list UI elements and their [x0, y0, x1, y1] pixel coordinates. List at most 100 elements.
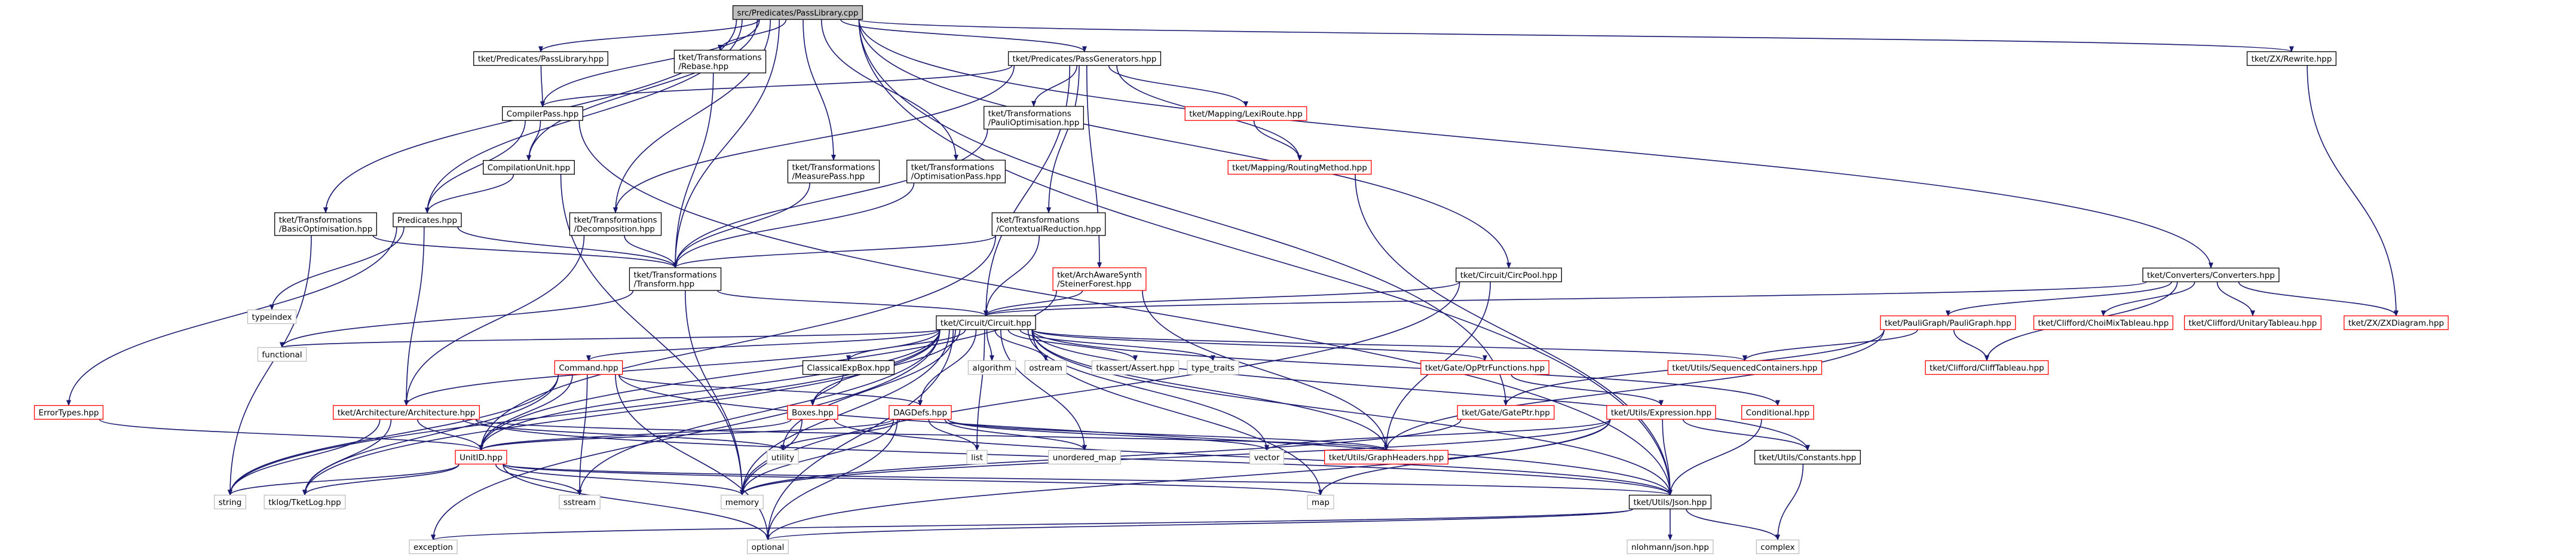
node-archSteiner[interactable]: tket/ArchAwareSynth/SteinerForest.hpp [1052, 267, 1147, 291]
node-label: tket/ZX/Rewrite.hpp [2252, 54, 2332, 64]
edge-transTransform-to-functional [280, 290, 634, 348]
edge-lexiRoute-to-routingMethod [1253, 120, 1302, 161]
node-label: tket/Clifford/UnitaryTableau.hpp [2189, 319, 2317, 328]
node-box [1187, 360, 1239, 375]
node-sstream[interactable]: sstream [559, 494, 601, 510]
node-label: /Decomposition.hpp [574, 225, 655, 234]
node-transRebase[interactable]: tket/Transformations/Rebase.hpp [673, 50, 767, 74]
node-zxDiagram[interactable]: tket/ZX/ZXDiagram.hpp [2344, 315, 2449, 330]
node-memory[interactable]: memory [721, 494, 764, 510]
node-zxRewrite[interactable]: tket/ZX/Rewrite.hpp [2246, 51, 2337, 66]
node-label: tket/Transformations [279, 216, 362, 225]
node-transBasicOpt[interactable]: tket/Transformations/BasicOptimisation.h… [274, 212, 377, 236]
node-transMeasure[interactable]: tket/Transformations/MeasurePass.hpp [787, 160, 880, 183]
node-utilsJson[interactable]: tket/Utils/Json.hpp [1628, 494, 1712, 510]
node-errorTypes[interactable]: ErrorTypes.hpp [33, 405, 104, 420]
node-gatePtr[interactable]: tket/Gate/GatePtr.hpp [1457, 405, 1555, 420]
node-lexiRoute[interactable]: tket/Mapping/LexiRoute.hpp [1184, 106, 1307, 121]
node-archArch[interactable]: tket/Architecture/Architecture.hpp [333, 405, 480, 420]
node-classicalExpBox[interactable]: ClassicalExpBox.hpp [802, 360, 895, 375]
node-box [1628, 494, 1712, 510]
node-label: tket/Predicates/PassLibrary.hpp [478, 54, 604, 64]
node-box [409, 539, 458, 555]
node-algorithm[interactable]: algorithm [967, 360, 1016, 375]
edge-archSteiner-to-graphHeaders [1142, 290, 1389, 451]
node-nlohmann[interactable]: nlohmann/json.hpp [1627, 539, 1714, 555]
node-label: sstream [563, 498, 596, 507]
edge-passGen-to-lexiRoute [1108, 65, 1248, 108]
node-conditional[interactable]: Conditional.hpp [1741, 405, 1814, 420]
node-cliffUnitary[interactable]: tket/Clifford/UnitaryTableau.hpp [2183, 315, 2322, 330]
node-utility[interactable]: utility [767, 449, 799, 465]
node-passGen[interactable]: tket/Predicates/PassGenerators.hpp [1007, 51, 1162, 66]
node-cliffTableau[interactable]: tket/Clifford/CliffTableau.hpp [1925, 360, 2049, 375]
edge-root-to-compilerPass [540, 19, 760, 108]
node-compilerPass[interactable]: CompilerPass.hpp [502, 106, 583, 121]
node-box [1227, 160, 1372, 175]
node-unorderedMap[interactable]: unordered_map [1048, 449, 1121, 465]
node-string[interactable]: string [213, 494, 247, 510]
node-routingMethod[interactable]: tket/Mapping/RoutingMethod.hpp [1227, 160, 1372, 175]
edge-root-to-transMeasure [802, 19, 836, 161]
edge-command-to-string [228, 374, 559, 496]
node-vector[interactable]: vector [1249, 449, 1285, 465]
node-box [966, 449, 988, 465]
node-label: utility [771, 453, 794, 463]
node-transPauliOpt[interactable]: tket/Transformations/PauliOptimisation.h… [983, 106, 1085, 130]
edge-root-to-gatePtr [858, 19, 1508, 406]
node-transContextual[interactable]: tket/Transformations/ContextualReduction… [991, 212, 1106, 236]
node-transOptPass[interactable]: tket/Transformations/OptimisationPass.hp… [906, 160, 1006, 183]
node-label: complex [1760, 543, 1794, 552]
edge-circPool-to-circCircuit [984, 281, 1460, 317]
node-cliffChoiMix[interactable]: tket/Clifford/ChoiMixTableau.hpp [2033, 315, 2174, 330]
node-box [1184, 106, 1307, 121]
node-typeindex[interactable]: typeindex [247, 309, 297, 325]
edge-routingMethod-to-utilsJson [1355, 174, 1673, 496]
edge-circCircuit-to-algorithm [986, 329, 994, 362]
edge-dagDefs-to-list [928, 419, 979, 451]
node-transDecomp[interactable]: tket/Transformations/Decomposition.hpp [569, 212, 662, 236]
node-predicates[interactable]: Predicates.hpp [393, 212, 462, 228]
node-map[interactable]: map [1307, 494, 1334, 510]
node-optional[interactable]: optional [746, 539, 789, 555]
node-label: nlohmann/json.hpp [1631, 543, 1709, 552]
node-ostream[interactable]: ostream [1024, 360, 1067, 375]
node-label: memory [725, 498, 759, 507]
node-label: tket/Transformations [678, 53, 761, 63]
node-complex[interactable]: complex [1756, 539, 1800, 555]
node-label: tket/Mapping/LexiRoute.hpp [1189, 109, 1303, 119]
node-utilsConstants[interactable]: tket/Utils/Constants.hpp [1754, 449, 1861, 465]
edge-unitID-to-map [503, 463, 1323, 496]
node-list[interactable]: list [966, 449, 988, 465]
node-label: string [219, 498, 242, 507]
edge-transOptPass-to-transTransform [673, 182, 915, 268]
node-functional[interactable]: functional [257, 347, 307, 362]
node-seqContainers[interactable]: tket/Utils/SequencedContainers.hpp [1667, 360, 1823, 375]
edge-conditional-to-utilsJson [1668, 419, 1762, 496]
node-transTransform[interactable]: tket/Transformations/Transform.hpp [629, 267, 722, 291]
node-label: tket/Clifford/ChoiMixTableau.hpp [2038, 319, 2169, 328]
node-predPassLib[interactable]: tket/Predicates/PassLibrary.hpp [473, 51, 608, 66]
node-graphHeaders[interactable]: tket/Utils/GraphHeaders.hpp [1324, 449, 1448, 465]
node-circPool[interactable]: tket/Circuit/CircPool.hpp [1456, 267, 1562, 283]
node-unitID[interactable]: UnitID.hpp [455, 449, 507, 465]
node-box [1457, 405, 1555, 420]
node-label: tket/ArchAwareSynth [1057, 271, 1142, 280]
node-opPtrFunctions[interactable]: tket/Gate/OpPtrFunctions.hpp [1420, 360, 1549, 375]
node-tklog[interactable]: tklog/TketLog.hpp [264, 494, 346, 510]
node-command[interactable]: Command.hpp [554, 360, 623, 375]
node-root[interactable]: src/Predicates/PassLibrary.cpp [732, 5, 863, 20]
node-tkassert[interactable]: tkassert/Assert.hpp [1091, 360, 1180, 375]
node-utilsExpression[interactable]: tket/Utils/Expression.hpp [1606, 405, 1716, 420]
node-boxes[interactable]: Boxes.hpp [787, 405, 838, 420]
node-label: tket/Transformations [792, 163, 875, 173]
node-typeTraits[interactable]: type_traits [1187, 360, 1239, 375]
node-pauliGraph[interactable]: tket/PauliGraph/PauliGraph.hpp [1880, 315, 2016, 330]
node-convConverters[interactable]: tket/Converters/Converters.hpp [2142, 267, 2280, 283]
node-dagDefs[interactable]: DAGDefs.hpp [889, 405, 952, 420]
node-compUnit[interactable]: CompilationUnit.hpp [483, 160, 575, 175]
node-circCircuit[interactable]: tket/Circuit/Circuit.hpp [936, 315, 1036, 330]
node-exception[interactable]: exception [409, 539, 458, 555]
node-box [559, 494, 601, 510]
edge-transBasicOpt-to-transTransform [372, 235, 678, 268]
